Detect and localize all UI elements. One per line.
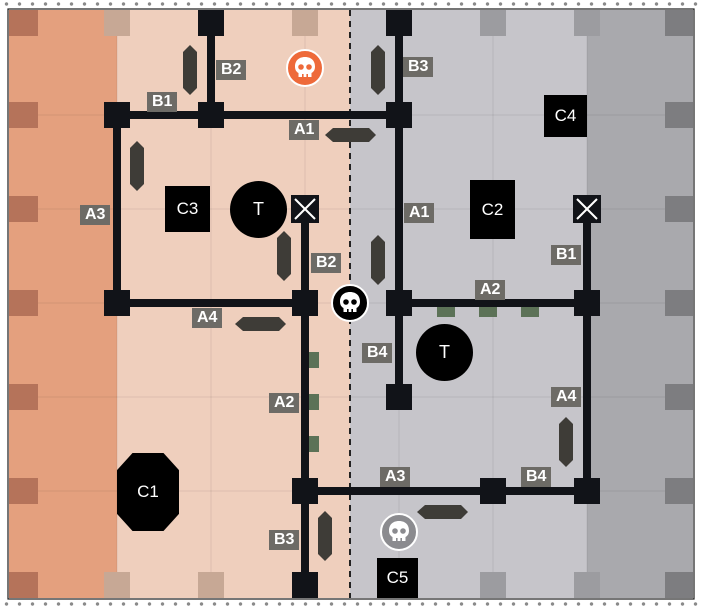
edge-marker [665,290,693,316]
wall-label: B1 [147,92,178,112]
wall [117,299,305,307]
wall [583,209,591,491]
wall-junction [292,572,318,598]
wall [301,209,309,585]
wall-junction [574,478,600,504]
door-slot [309,436,319,452]
bottom-border-dots [0,601,702,607]
skull-icon [286,49,324,87]
wall-junction [386,384,412,410]
token-t-left[interactable]: T [230,181,287,238]
hatch[interactable] [291,195,319,223]
wall-label: B2 [216,60,247,80]
wall [395,10,403,115]
barricade [559,417,573,467]
skull-icon [331,284,369,322]
barricade [417,505,468,519]
door-slot [437,307,455,317]
door-slot [309,352,319,368]
wall [305,487,587,495]
wall [117,111,399,119]
wall-label: A2 [269,393,300,413]
wall-label: A2 [475,280,506,300]
wall-junction [104,102,130,128]
wall-label: A4 [192,308,223,328]
barricade [235,317,286,331]
wall [207,10,215,115]
wall [395,115,403,397]
wall-label: B4 [521,467,552,487]
edge-marker [665,196,693,222]
edge-marker [574,572,600,598]
wall-label: B1 [551,245,582,265]
edge-marker [9,196,38,222]
wall-junction [386,10,412,36]
edge-marker [104,572,130,598]
wall-junction [198,10,224,36]
edge-marker [480,10,506,36]
wall-junction [198,102,224,128]
barricade [130,141,144,191]
wall-label: B3 [269,530,300,550]
objective-gray[interactable] [380,513,418,551]
wall-junction [292,478,318,504]
door-slot [309,394,319,410]
edge-marker [9,102,38,128]
cross-icon [576,198,598,220]
wall-label: B3 [403,57,434,77]
hatch[interactable] [573,195,601,223]
cross-icon [294,198,316,220]
wall-junction [292,290,318,316]
barricade [371,45,385,95]
edge-marker [104,10,130,36]
edge-marker [9,384,38,410]
terrain-c5: C5 [377,558,418,598]
wall-label: A3 [380,467,411,487]
barricade [371,235,385,285]
edge-marker [665,10,693,36]
edge-marker [665,102,693,128]
token-t-right[interactable]: T [416,324,473,381]
wall [113,115,121,303]
wall-label: A1 [404,203,435,223]
objective-center[interactable] [331,284,369,322]
terrain-c4: C4 [544,95,587,137]
wall-label: A3 [80,205,111,225]
barricade [318,511,332,561]
edge-marker [9,290,38,316]
wall-label: A1 [289,120,320,140]
door-slot [521,307,539,317]
edge-marker [665,384,693,410]
edge-marker [198,572,224,598]
skull-icon [380,513,418,551]
edge-marker [480,572,506,598]
edge-marker [292,10,318,36]
terrain-c2: C2 [470,180,515,239]
wall-label: B2 [311,253,342,273]
edge-marker [574,10,600,36]
edge-marker [665,572,693,598]
terrain-c1: C1 [117,453,179,531]
door-slot [479,307,497,317]
barricade [325,128,376,142]
terrain-c3: C3 [165,186,210,232]
wall-label: A4 [551,387,582,407]
objective-orange[interactable] [286,49,324,87]
wall-junction [386,290,412,316]
barricade [183,45,197,95]
edge-marker [665,478,693,504]
wall-junction [386,102,412,128]
wall-junction [480,478,506,504]
edge-marker [9,572,38,598]
barricade [277,231,291,281]
wall [399,299,587,307]
edge-marker [9,10,38,36]
wall-junction [104,290,130,316]
wall-label: B4 [362,343,393,363]
edge-marker [9,478,38,504]
wall-junction [574,290,600,316]
top-border-dots [0,1,702,7]
